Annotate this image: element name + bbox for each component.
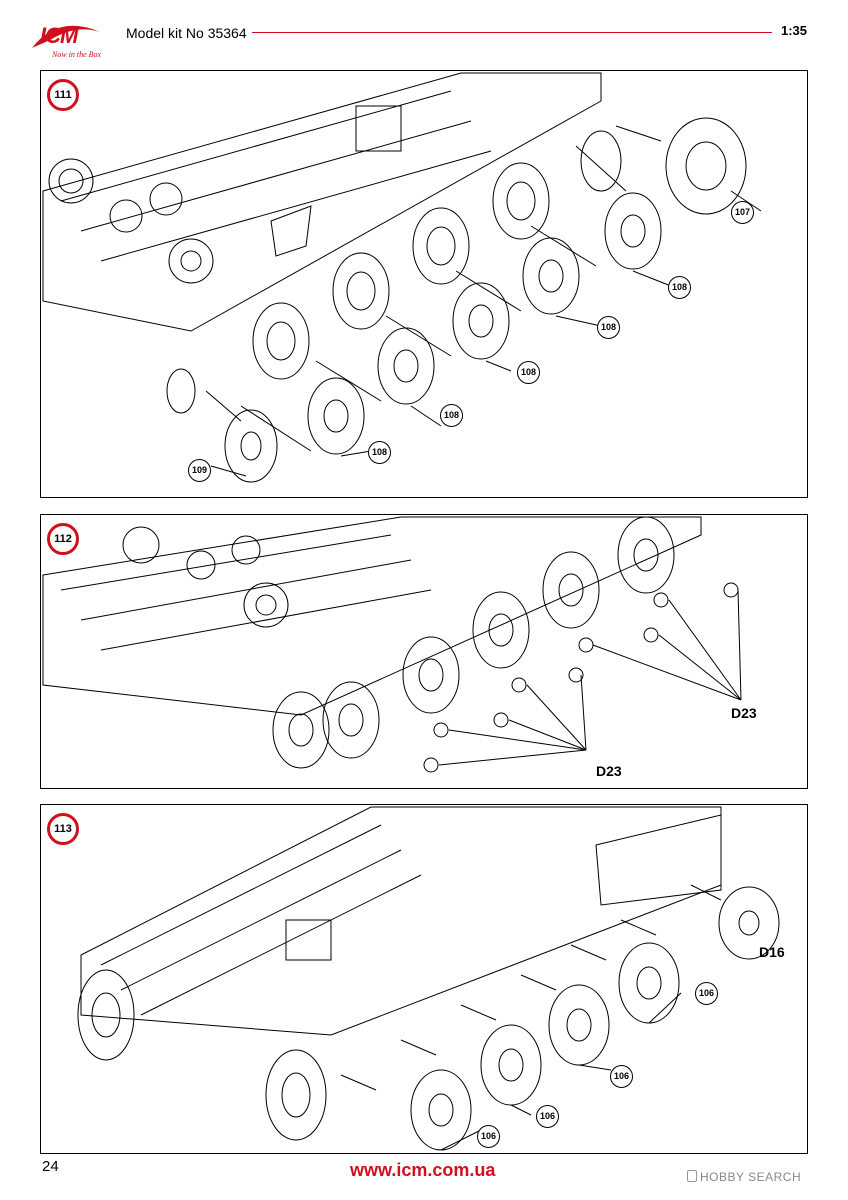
- part-label: D23: [731, 705, 757, 721]
- watermark-icon: [687, 1170, 697, 1182]
- step-panel-112: 112 D23 D23: [40, 514, 808, 789]
- part-label: D23: [596, 763, 622, 779]
- icm-logo: [32, 25, 100, 48]
- website-link[interactable]: www.icm.com.ua: [350, 1160, 496, 1180]
- step-number: 112: [47, 523, 79, 555]
- part-callout: 106: [695, 982, 718, 1005]
- page-number: 24: [42, 1158, 59, 1175]
- drawing-step-111: [42, 72, 762, 483]
- part-callout: 108: [368, 441, 391, 464]
- part-callout: 107: [731, 201, 754, 224]
- drawing-step-113: [77, 806, 780, 1151]
- part-callout: 106: [477, 1125, 500, 1148]
- part-callout: 106: [610, 1065, 633, 1088]
- part-callout: 108: [597, 316, 620, 339]
- step-panel-111: 111 107 108 108 108 108 108 108 109: [40, 70, 808, 498]
- kit-number: Model kit No 35364: [126, 25, 247, 41]
- logo-text: ICM: [40, 23, 78, 48]
- scale-label: 1:35: [780, 23, 807, 38]
- drawing-step-112: [42, 516, 742, 773]
- part-callout: 108: [517, 361, 540, 384]
- logo-tagline: Now in the Box: [52, 50, 102, 59]
- part-callout: 108: [668, 276, 691, 299]
- part-callout: 108: [440, 404, 463, 427]
- step-number: 113: [47, 813, 79, 845]
- part-label: D16: [759, 944, 785, 960]
- step-number: 111: [47, 79, 79, 111]
- part-callout: 109: [188, 459, 211, 482]
- watermark: HOBBY SEARCH: [700, 1170, 802, 1184]
- step-panel-113: 113 D16 106 106 106 106: [40, 804, 808, 1154]
- header-divider: [252, 32, 772, 33]
- part-callout: 106: [536, 1105, 559, 1128]
